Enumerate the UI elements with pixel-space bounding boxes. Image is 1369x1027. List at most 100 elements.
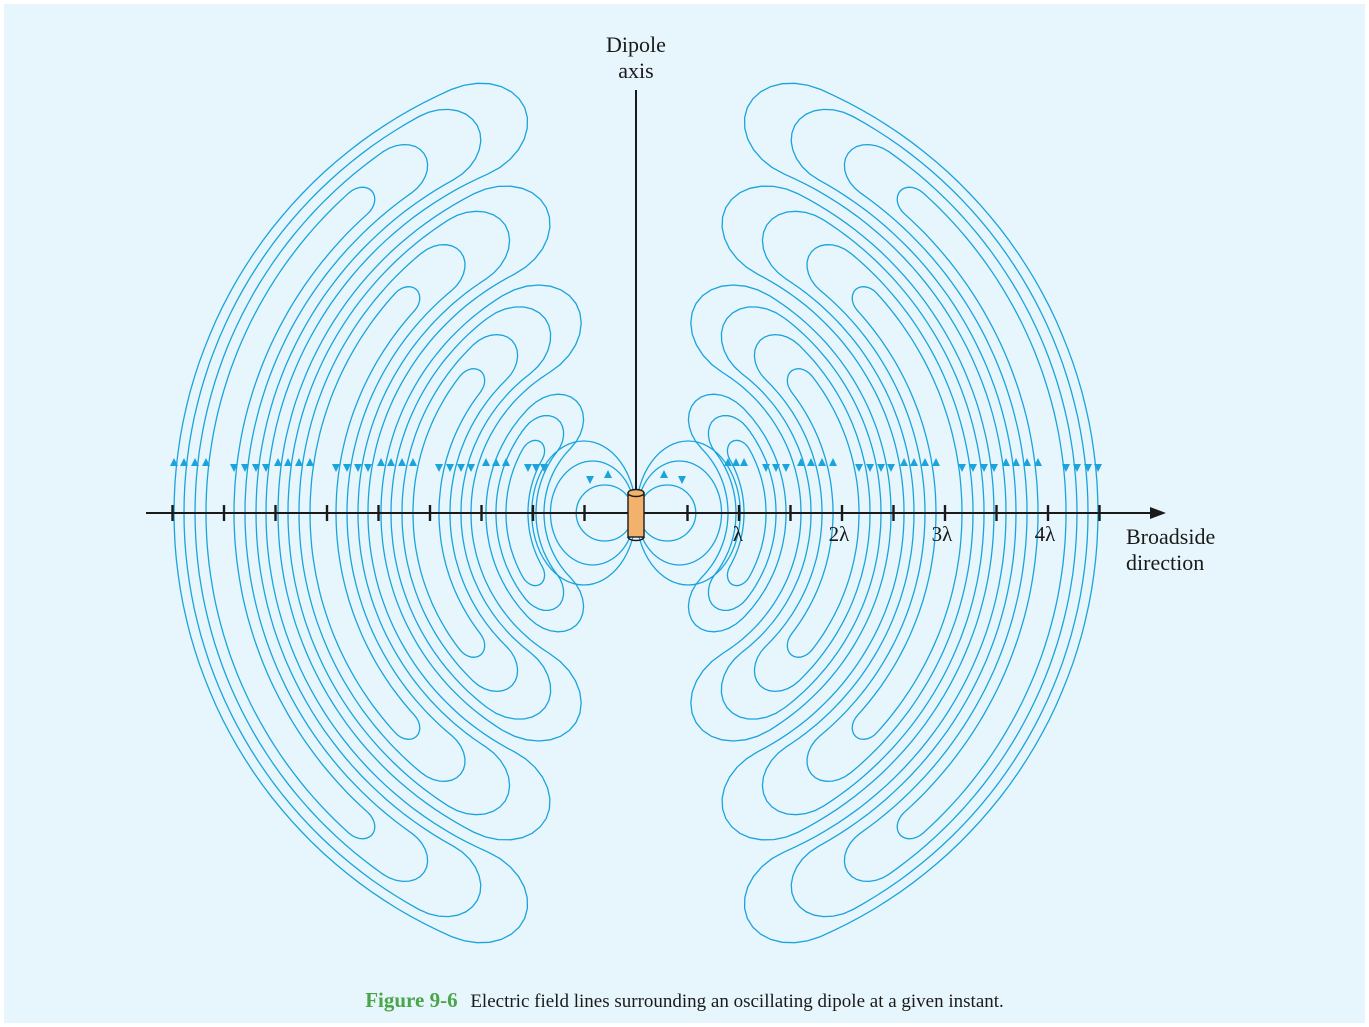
field-arrow — [604, 470, 612, 478]
tick-label-lambda: λ — [732, 522, 744, 546]
field-arrow — [678, 476, 686, 484]
far-field-loop — [687, 393, 787, 633]
field-arrow — [306, 458, 314, 466]
field-arrow — [354, 464, 362, 472]
caption-text: Electric field lines surrounding an osci… — [470, 991, 1004, 1012]
field-arrow — [467, 464, 475, 472]
field-arrow — [900, 458, 908, 466]
far-field-loop — [173, 82, 529, 944]
axes — [146, 90, 1166, 521]
field-arrow — [1023, 458, 1031, 466]
far-field-loop — [851, 286, 963, 740]
far-field-loop — [761, 210, 985, 816]
field-arrow — [284, 458, 292, 466]
dipole — [627, 488, 645, 542]
field-arrow — [921, 458, 929, 466]
field-arrow — [1034, 458, 1042, 466]
field-arrow — [252, 464, 260, 472]
field-lines — [173, 82, 1099, 944]
far-field-loop — [790, 108, 1089, 918]
field-arrow — [980, 464, 988, 472]
far-field-loop — [412, 368, 486, 658]
field-arrow — [202, 458, 210, 466]
field-arrow — [855, 464, 863, 472]
far-field-loop — [277, 185, 551, 841]
field-arrow — [1012, 458, 1020, 466]
field-arrow — [364, 464, 372, 472]
field-arrow — [492, 458, 500, 466]
far-field-loop — [707, 414, 777, 612]
broadside-direction-label: Broadside direction — [1126, 524, 1215, 576]
far-field-loop — [183, 108, 482, 918]
field-arrow — [724, 458, 732, 466]
field-arrow — [932, 458, 940, 466]
field-arrow — [958, 464, 966, 472]
field-arrow — [409, 458, 417, 466]
field-arrow — [877, 464, 885, 472]
field-line-arrows — [170, 458, 1102, 484]
far-field-loop — [726, 439, 767, 587]
field-arrow — [398, 458, 406, 466]
field-arrow — [797, 458, 805, 466]
field-arrow — [866, 464, 874, 472]
field-arrow — [274, 458, 282, 466]
field-arrow — [532, 464, 540, 472]
field-arrow — [1062, 464, 1070, 472]
field-arrow — [170, 458, 178, 466]
field-arrow — [990, 464, 998, 472]
field-arrow — [782, 464, 790, 472]
broadside-label-line2: direction — [1126, 550, 1205, 575]
dipole-bottom — [627, 536, 645, 542]
far-field-loop — [690, 284, 892, 742]
far-field-loop — [786, 368, 860, 658]
field-arrow — [262, 464, 270, 472]
field-arrow — [332, 464, 340, 472]
tick-label-4lambda: 4λ — [1034, 522, 1056, 546]
field-arrow — [740, 458, 748, 466]
field-arrow — [446, 464, 454, 472]
dipole-axis-label-line1: Dipole — [606, 32, 666, 57]
field-arrow — [818, 458, 826, 466]
far-field-loop — [194, 143, 429, 883]
field-arrow — [435, 464, 443, 472]
field-arrow — [295, 458, 303, 466]
far-field-loop — [720, 306, 882, 720]
field-arrow — [762, 464, 770, 472]
field-arrow — [482, 458, 490, 466]
far-field-loop — [401, 333, 519, 693]
far-field-loop — [380, 284, 582, 742]
dipole-body — [627, 492, 645, 538]
field-arrow — [772, 464, 780, 472]
dipole-top — [627, 488, 645, 498]
far-field-loop — [309, 286, 421, 740]
field-arrow — [343, 464, 351, 472]
field-arrow — [660, 470, 668, 478]
far-field-loop — [753, 333, 871, 693]
field-arrow — [241, 464, 249, 472]
far-field-loop — [390, 306, 552, 720]
field-arrow — [969, 464, 977, 472]
field-arrow — [910, 458, 918, 466]
dipole-axis-label-line2: axis — [618, 58, 654, 83]
field-arrow — [457, 464, 465, 472]
field-arrow — [1094, 464, 1102, 472]
field-arrow — [807, 458, 815, 466]
tick-label-3lambda: 3λ — [931, 522, 953, 546]
field-arrow — [829, 458, 837, 466]
far-field-loop — [505, 439, 546, 587]
far-field-loop — [205, 186, 376, 840]
field-arrow — [1073, 464, 1081, 472]
field-arrow — [191, 458, 199, 466]
field-arrow — [387, 458, 395, 466]
far-field-loop — [287, 210, 511, 816]
broadside-label-line1: Broadside — [1126, 524, 1216, 549]
field-arrow — [1002, 458, 1010, 466]
field-arrow — [1084, 464, 1092, 472]
far-field-loop — [843, 143, 1078, 883]
field-arrow — [732, 458, 740, 466]
broadside-arrowhead — [1150, 507, 1166, 519]
field-arrow — [230, 464, 238, 472]
far-field-loop — [298, 244, 466, 782]
